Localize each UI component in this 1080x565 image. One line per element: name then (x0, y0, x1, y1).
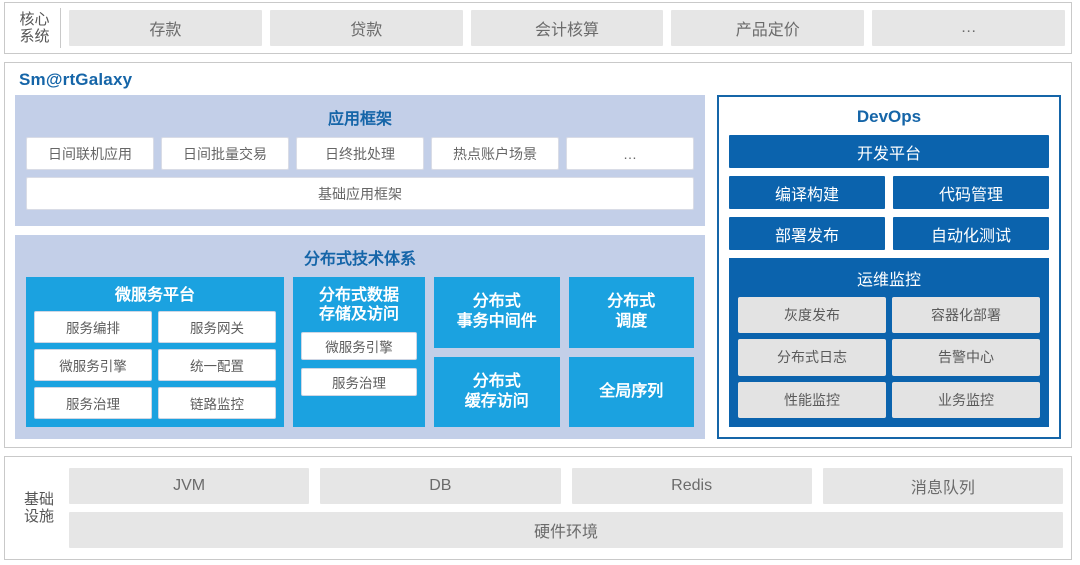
distributed-data-store-title: 分布式数据 存储及访问 (301, 283, 417, 330)
distributed-tech-title: 分布式技术体系 (303, 251, 416, 268)
tile-line2: 事务中间件 (456, 313, 537, 331)
microservice-item[interactable]: 服务网关 (158, 311, 276, 344)
infrastructure-label-line2: 设施 (23, 508, 54, 525)
monitoring-item[interactable]: 告警中心 (892, 339, 1040, 376)
core-systems-label-line2: 系统 (19, 28, 50, 45)
devops-title: DevOps (856, 107, 922, 126)
monitoring-item[interactable]: 业务监控 (892, 381, 1040, 418)
core-systems-items: 存款 贷款 会计核算 产品定价 … (61, 10, 1065, 46)
tile-distributed-cache-access[interactable]: 分布式 缓存访问 (434, 356, 560, 427)
app-framework-item[interactable]: 热点账户场景 (431, 137, 559, 170)
microservice-item[interactable]: 微服务引擎 (34, 349, 152, 382)
platform-frame: Sm@rtGalaxy 应用框架 日间联机应用 日间批量交易 日终批处理 热点账… (4, 62, 1072, 448)
infrastructure-label-line1: 基础 (23, 490, 54, 508)
core-system-item[interactable]: 贷款 (269, 10, 463, 46)
data-store-item[interactable]: 微服务引擎 (301, 332, 417, 361)
devops-items: 编译构建 代码管理 部署发布 自动化测试 (729, 176, 1049, 250)
microservice-platform-box: 微服务平台 服务编排 服务网关 微服务引擎 统一配置 服务治理 链路监控 (26, 277, 284, 427)
distributed-tech-panel: 分布式技术体系 微服务平台 服务编排 服务网关 微服务引擎 统一配置 服务治理 … (15, 235, 705, 439)
app-framework-item-more[interactable]: … (566, 137, 694, 170)
distributed-data-store-title-line1: 分布式数据 (318, 287, 399, 304)
core-system-item-more[interactable]: … (872, 10, 1065, 46)
distributed-tiles-row-1: 分布式 事务中间件 分布式 调度 (434, 277, 694, 348)
infrastructure-item[interactable]: Redis (571, 468, 812, 504)
microservice-item[interactable]: 统一配置 (158, 349, 276, 382)
devops-item[interactable]: 编译构建 (729, 176, 885, 209)
monitoring-item[interactable]: 灰度发布 (738, 297, 886, 334)
microservice-item[interactable]: 服务治理 (34, 387, 152, 419)
infrastructure-body: JVM DB Redis 消息队列 硬件环境 (69, 468, 1063, 548)
app-framework-item[interactable]: 日间联机应用 (26, 137, 154, 170)
app-framework-base[interactable]: 基础应用框架 (26, 177, 694, 210)
app-framework-panel: 应用框架 日间联机应用 日间批量交易 日终批处理 热点账户场景 … 基础应用框架 (15, 95, 705, 226)
devops-panel: DevOps 开发平台 编译构建 代码管理 部署发布 自动化测试 运维监控 灰度… (717, 95, 1061, 439)
monitoring-item[interactable]: 容器化部署 (892, 297, 1040, 334)
devops-item[interactable]: 代码管理 (893, 176, 1049, 209)
devops-item[interactable]: 部署发布 (729, 217, 885, 250)
app-framework-item[interactable]: 日终批处理 (296, 137, 424, 170)
tile-line2: 缓存访问 (464, 392, 529, 410)
microservice-item[interactable]: 服务编排 (34, 311, 152, 344)
platform-columns: 应用框架 日间联机应用 日间批量交易 日终批处理 热点账户场景 … 基础应用框架… (15, 95, 1061, 439)
core-system-item[interactable]: 产品定价 (671, 10, 865, 46)
microservice-platform-items: 服务编排 服务网关 微服务引擎 统一配置 服务治理 链路监控 (34, 311, 276, 419)
data-store-item[interactable]: 服务治理 (301, 368, 417, 397)
distributed-data-store-box: 分布式数据 存储及访问 微服务引擎 服务治理 (293, 277, 425, 427)
tile-line1: 分布式 (472, 293, 521, 311)
tile-line1: 分布式 (607, 293, 656, 311)
core-systems-label-line1: 核心 (19, 10, 50, 28)
app-framework-item[interactable]: 日间批量交易 (161, 137, 289, 170)
app-framework-title: 应用框架 (327, 111, 392, 128)
platform-brand: Sm@rtGalaxy (19, 70, 133, 89)
core-systems-label: 核心 系统 (9, 8, 61, 48)
infrastructure-items: JVM DB Redis 消息队列 (69, 468, 1063, 504)
core-systems-bar: 核心 系统 存款 贷款 会计核算 产品定价 … (4, 2, 1072, 54)
tile-distributed-transaction-middleware[interactable]: 分布式 事务中间件 (434, 277, 560, 348)
distributed-tiles: 分布式 事务中间件 分布式 调度 (434, 277, 694, 427)
infrastructure-item[interactable]: 消息队列 (822, 468, 1063, 504)
infrastructure-item[interactable]: DB (320, 468, 561, 504)
app-framework-items: 日间联机应用 日间批量交易 日终批处理 热点账户场景 … (26, 137, 694, 170)
infrastructure-bar: 基础 设施 JVM DB Redis 消息队列 硬件环境 (4, 456, 1072, 560)
core-system-item[interactable]: 存款 (69, 10, 262, 46)
tile-distributed-scheduling[interactable]: 分布式 调度 (568, 277, 694, 348)
distributed-data-store-title-line2: 存储及访问 (318, 306, 399, 324)
microservice-platform-title: 微服务平台 (114, 287, 195, 304)
infrastructure-hardware[interactable]: 硬件环境 (69, 512, 1063, 548)
devops-item[interactable]: 自动化测试 (893, 217, 1049, 250)
tile-line2: 调度 (615, 313, 648, 331)
infrastructure-item[interactable]: JVM (69, 468, 310, 504)
infrastructure-label: 基础 设施 (9, 464, 69, 552)
monitoring-item[interactable]: 分布式日志 (738, 339, 886, 376)
platform-left-column: 应用框架 日间联机应用 日间批量交易 日终批处理 热点账户场景 … 基础应用框架… (15, 95, 705, 439)
tile-line1: 全局序列 (599, 382, 664, 400)
core-system-item[interactable]: 会计核算 (470, 10, 664, 46)
tile-global-sequence[interactable]: 全局序列 (568, 356, 694, 427)
tile-line1: 分布式 (472, 372, 521, 390)
devops-monitoring-box: 运维监控 灰度发布 容器化部署 分布式日志 告警中心 性能监控 业务监控 (729, 258, 1049, 427)
distributed-tiles-row-2: 分布式 缓存访问 全局序列 (434, 356, 694, 427)
devops-dev-platform[interactable]: 开发平台 (729, 135, 1049, 168)
devops-monitoring-title: 运维监控 (856, 272, 921, 289)
devops-monitoring-items: 灰度发布 容器化部署 分布式日志 告警中心 性能监控 业务监控 (738, 297, 1040, 418)
distributed-tech-row: 微服务平台 服务编排 服务网关 微服务引擎 统一配置 服务治理 链路监控 (26, 277, 694, 427)
microservice-item[interactable]: 链路监控 (158, 387, 276, 419)
distributed-data-store-items: 微服务引擎 服务治理 (301, 332, 417, 397)
monitoring-item[interactable]: 性能监控 (738, 381, 886, 418)
